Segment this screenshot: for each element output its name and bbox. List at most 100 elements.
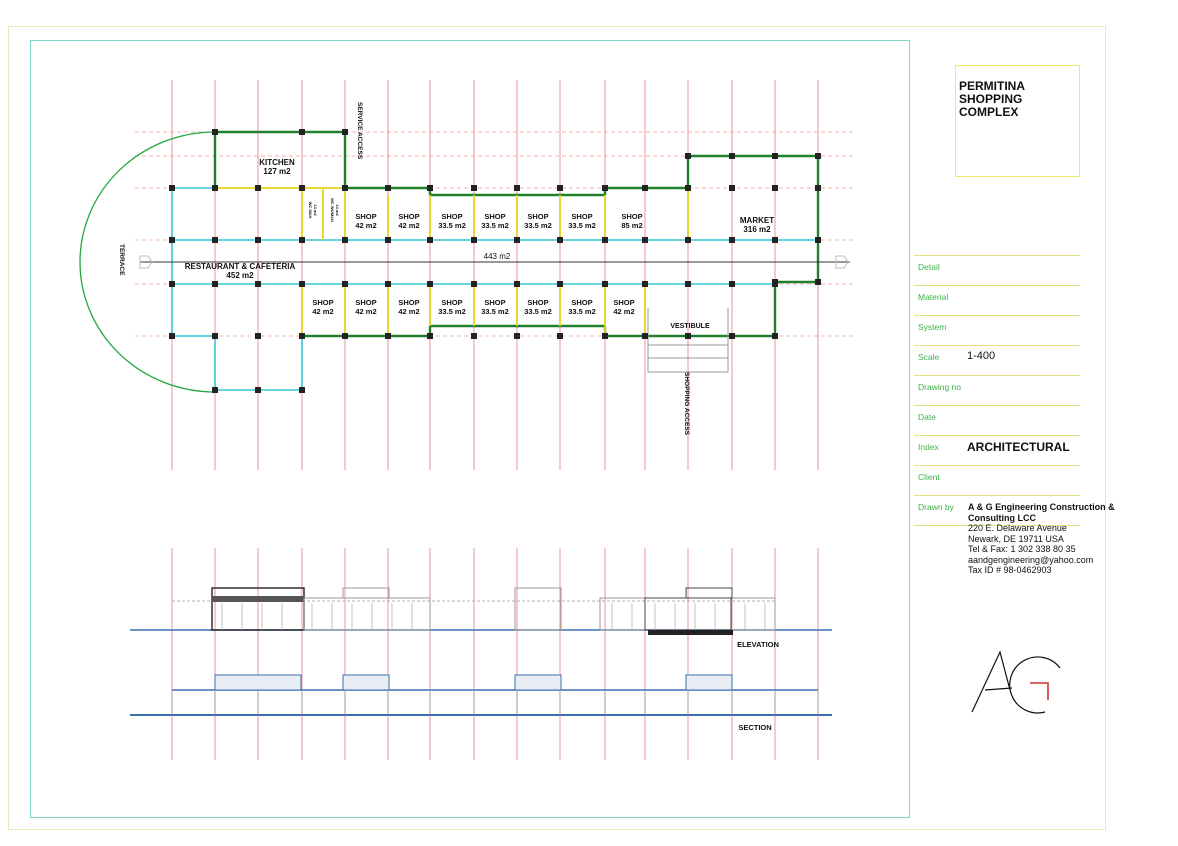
elevation-drawing: ELEVATION xyxy=(130,587,832,649)
access-markers xyxy=(139,255,849,269)
column xyxy=(514,237,520,243)
kitchen-label: KITCHEN xyxy=(259,158,295,167)
title-block-label-date: Date xyxy=(918,412,936,422)
title-block-label-material: Material xyxy=(918,292,949,302)
market-area: 316 m2 xyxy=(743,225,771,234)
title-block-divider xyxy=(914,315,1080,316)
column xyxy=(642,333,648,339)
title-block-label-scale: Scale xyxy=(918,352,940,362)
shop-label: SHOP xyxy=(312,298,333,307)
column xyxy=(342,185,348,191)
title-block-divider xyxy=(914,375,1080,376)
column xyxy=(557,185,563,191)
shop-area: 42 m2 xyxy=(398,221,419,230)
shop-label: SHOP xyxy=(398,212,419,221)
title-block-divider xyxy=(914,465,1080,466)
left-axis-marker xyxy=(139,255,153,269)
grid-lines xyxy=(135,80,855,760)
title-block-divider xyxy=(914,435,1080,436)
column xyxy=(471,185,477,191)
company-name-line1: A & G Engineering Construction & xyxy=(968,502,1115,512)
column xyxy=(772,279,778,285)
corridor-area: 443 m2 xyxy=(484,252,511,261)
shop-label: SHOP xyxy=(484,298,505,307)
project-title: PERMITINA SHOPPING COMPLEX xyxy=(959,79,1025,119)
shop-area: 33.5 m2 xyxy=(524,221,552,230)
column xyxy=(729,333,735,339)
column xyxy=(255,387,261,393)
column xyxy=(729,281,735,287)
section-label: SECTION xyxy=(738,723,771,732)
column xyxy=(385,333,391,339)
column xyxy=(815,153,821,159)
column xyxy=(299,237,305,243)
section-drawing: SECTION xyxy=(130,674,832,732)
shopping-access-label: SHOPPING ACCESS xyxy=(683,372,690,436)
column xyxy=(299,129,305,135)
service-access-label: SERVICE ACCESS xyxy=(356,102,363,160)
column xyxy=(212,185,218,191)
drawing-frame xyxy=(30,40,910,818)
shop-area: 33.5 m2 xyxy=(438,221,466,230)
market-label: MARKET xyxy=(740,216,774,225)
column xyxy=(471,281,477,287)
column xyxy=(685,153,691,159)
title-block-divider xyxy=(914,495,1080,496)
structural-columns xyxy=(169,129,821,393)
column xyxy=(299,333,305,339)
shop-label: SHOP xyxy=(355,298,376,307)
shop-label: SHOP xyxy=(441,212,462,221)
column xyxy=(729,185,735,191)
column xyxy=(169,281,175,287)
column xyxy=(729,237,735,243)
column xyxy=(427,185,433,191)
title-block-value-scale: 1-400 xyxy=(967,350,996,362)
column xyxy=(729,153,735,159)
column xyxy=(212,387,218,393)
column xyxy=(299,281,305,287)
column xyxy=(212,129,218,135)
column xyxy=(642,281,648,287)
column xyxy=(427,333,433,339)
column xyxy=(685,185,691,191)
column xyxy=(255,237,261,243)
elevation-label: ELEVATION xyxy=(737,640,779,649)
title-block-value-index: ARCHITECTURAL xyxy=(967,440,1070,454)
shop-label: SHOP xyxy=(484,212,505,221)
column xyxy=(212,281,218,287)
column xyxy=(815,279,821,285)
column xyxy=(815,185,821,191)
company-address1: 220 E. Delaware Avenue xyxy=(968,523,1067,533)
shop-label: SHOP xyxy=(441,298,462,307)
company-tax-id: Tax ID # 98-0462903 xyxy=(968,565,1052,575)
column xyxy=(169,185,175,191)
title-block-label-client: Client xyxy=(918,472,940,482)
column xyxy=(772,153,778,159)
restaurant-area: 452 m2 xyxy=(226,271,254,280)
column xyxy=(299,185,305,191)
column xyxy=(342,281,348,287)
shop-area: 33.5 m2 xyxy=(524,307,552,316)
column xyxy=(685,237,691,243)
column xyxy=(385,237,391,243)
shop-area: 42 m2 xyxy=(355,307,376,316)
right-axis-marker xyxy=(835,255,849,269)
shop-area: 42 m2 xyxy=(613,307,634,316)
company-info: A & G Engineering Construction & Consult… xyxy=(968,502,1115,576)
wc-man-label: WC MAN xyxy=(308,202,313,219)
column xyxy=(514,185,520,191)
plan-labels: KITCHEN 127 m2 SERVICE ACCESS TERRACE RE… xyxy=(118,102,774,436)
column xyxy=(514,333,520,339)
column xyxy=(557,333,563,339)
shop-label: SHOP xyxy=(613,298,634,307)
shop-area: 33.5 m2 xyxy=(481,307,509,316)
shop-label: SHOP xyxy=(527,298,548,307)
column xyxy=(427,237,433,243)
column xyxy=(427,281,433,287)
title-block-divider xyxy=(914,255,1080,256)
shop-label: SHOP xyxy=(621,212,642,221)
restaurant-label: RESTAURANT & CAFETERIA xyxy=(185,262,296,271)
column xyxy=(602,185,608,191)
